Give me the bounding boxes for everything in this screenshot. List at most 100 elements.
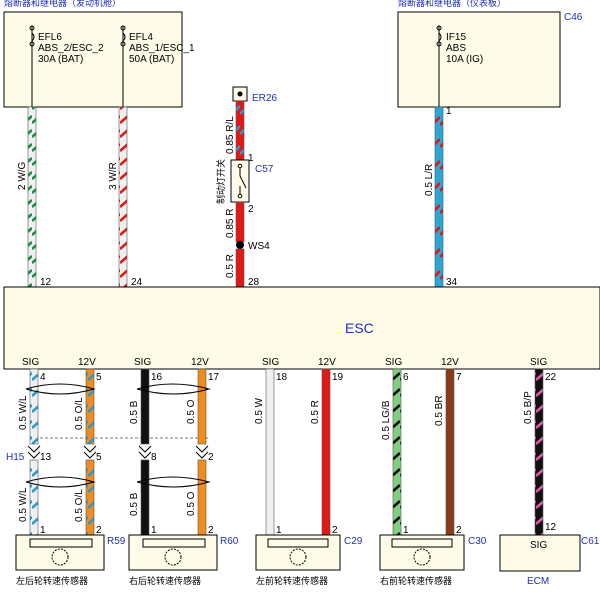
wire-label: 0.5 B/P xyxy=(523,391,534,424)
wire-o-l-lower xyxy=(85,459,95,536)
fuse-efl6-rating: 30A (BAT) xyxy=(38,54,83,65)
wire-o-l-upper xyxy=(85,368,95,445)
wire-label: 0.5 W/L xyxy=(18,395,29,430)
sensor-box-c30 xyxy=(379,534,465,571)
esc-pin: 22 xyxy=(545,372,557,383)
fuse-if15-name: IF15 xyxy=(446,32,466,43)
esc-pin-name: SIG xyxy=(385,357,402,368)
wire-label: 0.85 R xyxy=(225,209,236,238)
splice-label: WS4 xyxy=(248,241,270,252)
esc-pin: 18 xyxy=(276,372,288,383)
ecm-box xyxy=(499,534,581,572)
sensor-connector-label: C29 xyxy=(344,536,363,547)
panel-fuse-box xyxy=(397,11,561,108)
sensor-connector-label: R59 xyxy=(107,536,126,547)
sensor-label: 右后轮转速传感器 xyxy=(129,575,201,587)
fuse-if15-rating: 10A (IG) xyxy=(446,54,483,65)
wire-label: 0.5 W/L xyxy=(18,487,29,522)
sensor-element xyxy=(267,538,329,548)
sensor-pin: 2 xyxy=(208,525,214,536)
esc-pin: 28 xyxy=(248,277,260,288)
wire-label: 2 W/G xyxy=(17,161,28,190)
wire-r-l xyxy=(235,100,245,161)
esc-pin: 12 xyxy=(40,277,52,288)
ground-connector-label: ER26 xyxy=(252,93,277,104)
sensor-label: 右前轮转速传感器 xyxy=(380,575,452,587)
esc-module xyxy=(3,286,600,370)
switch-pin-in: 1 xyxy=(248,153,254,164)
wire-label: 0.5 B xyxy=(129,492,140,516)
esc-pin-name: 12V xyxy=(191,357,209,368)
panel-fuse-box-title: 熔断器和继电器（仪表板） xyxy=(398,0,506,9)
sensor-element xyxy=(29,538,93,548)
twisted-pair-symbol xyxy=(136,476,211,488)
wire-b-lower xyxy=(140,459,150,536)
wire-r-05 xyxy=(235,248,245,288)
sensor-group-r60: SIG 12V 16 17 0.5 B 0.5 O 8 2 0.5 B 0.5 … xyxy=(128,357,239,587)
sensor-pin: 1 xyxy=(40,525,46,536)
wire-label: 0.5 LG/B xyxy=(381,400,392,440)
esc-pin: 5 xyxy=(96,372,102,383)
wire-b-upper xyxy=(140,368,150,445)
esc-pin: 4 xyxy=(40,372,46,383)
wire-label: 0.5 W xyxy=(254,397,265,424)
fuse-efl4-rating: 50A (BAT) xyxy=(129,54,174,65)
esc-pin-name: SIG xyxy=(134,357,151,368)
fuse-efl6: EFL6 ABS_2/ESC_2 30A (BAT) xyxy=(29,25,104,107)
wire-w-l-upper xyxy=(29,368,39,445)
connector-chevron xyxy=(83,445,97,459)
sensor-pin: 2 xyxy=(332,525,338,536)
wire-o-lower xyxy=(197,459,207,536)
wire-label: 3 W/R xyxy=(108,162,119,190)
sensor-label: 左前轮转速传感器 xyxy=(256,575,328,587)
wire-label: 0.5 O xyxy=(186,399,197,424)
esc-pin-name: SIG xyxy=(530,357,547,368)
sensor-group-c30: SIG 12V 6 7 0.5 LG/B 0.5 BR 1 2 C30 右前轮转… xyxy=(379,357,487,587)
brake-switch xyxy=(230,159,250,203)
wire-label: 0.5 O/L xyxy=(74,489,85,522)
wire-label: 0.5 O xyxy=(186,491,197,516)
splice-point xyxy=(236,241,244,249)
twisted-pair-symbol xyxy=(25,383,96,395)
connector-chevron xyxy=(195,445,209,459)
sensor-label: 左后轮转速传感器 xyxy=(16,575,88,587)
fuse-if15-desc: ABS xyxy=(446,43,466,54)
ecm-group: SIG 22 0.5 B/P 12 SIG C61 ECM xyxy=(499,357,600,587)
inline-pin: 5 xyxy=(96,452,102,463)
brake-switch-label: 制动灯开关 xyxy=(215,159,227,204)
fuse-efl6-desc: ABS_2/ESC_2 xyxy=(38,43,104,54)
inline-pin: 2 xyxy=(208,452,214,463)
sensor-box-r60 xyxy=(128,534,218,571)
sensor-element xyxy=(142,538,206,548)
sensor-pin: 1 xyxy=(276,525,282,536)
wire-b-p xyxy=(534,368,544,536)
wire-label: 0.5 R xyxy=(225,254,236,278)
esc-pin-name: 12V xyxy=(441,357,459,368)
esc-pin-name: 12V xyxy=(78,357,96,368)
wire-label: 0.5 L/R xyxy=(424,164,435,196)
fuse-efl6-name: EFL6 xyxy=(38,32,62,43)
esc-pin: 19 xyxy=(332,372,344,383)
switch-pin-out: 2 xyxy=(248,204,254,215)
sensor-pin: 2 xyxy=(456,525,462,536)
panel-fuse-connector: C46 xyxy=(564,12,583,23)
sensor-connector-label: R60 xyxy=(220,536,239,547)
esc-pin: 17 xyxy=(208,372,220,383)
inline-pin: 13 xyxy=(40,452,52,463)
connector-chevron xyxy=(138,445,152,459)
inline-pin: 8 xyxy=(151,452,157,463)
fuse-efl4-desc: ABS_1/ESC_1 xyxy=(129,43,195,54)
sensor-pin: 2 xyxy=(96,525,102,536)
ecm-connector-label: C61 xyxy=(581,536,600,547)
sensor-group-r59: SIG 12V 4 5 0.5 W/L 0.5 O/L 13 5 0.5 W/L… xyxy=(15,357,126,587)
tone-wheel-icon xyxy=(289,548,307,566)
wire-r xyxy=(321,368,331,536)
sensor-pin: 1 xyxy=(151,525,157,536)
esc-pin: 16 xyxy=(151,372,163,383)
tone-wheel-icon xyxy=(51,548,69,566)
brake-switch-circuit: ER26 0.85 R/L 1 C57 制动灯开关 2 0.85 R WS4 0… xyxy=(215,86,277,288)
tone-wheel-icon xyxy=(164,548,182,566)
wire-r-085 xyxy=(235,201,245,243)
fuse-pin: 1 xyxy=(446,106,452,117)
tone-wheel-icon xyxy=(413,548,431,566)
